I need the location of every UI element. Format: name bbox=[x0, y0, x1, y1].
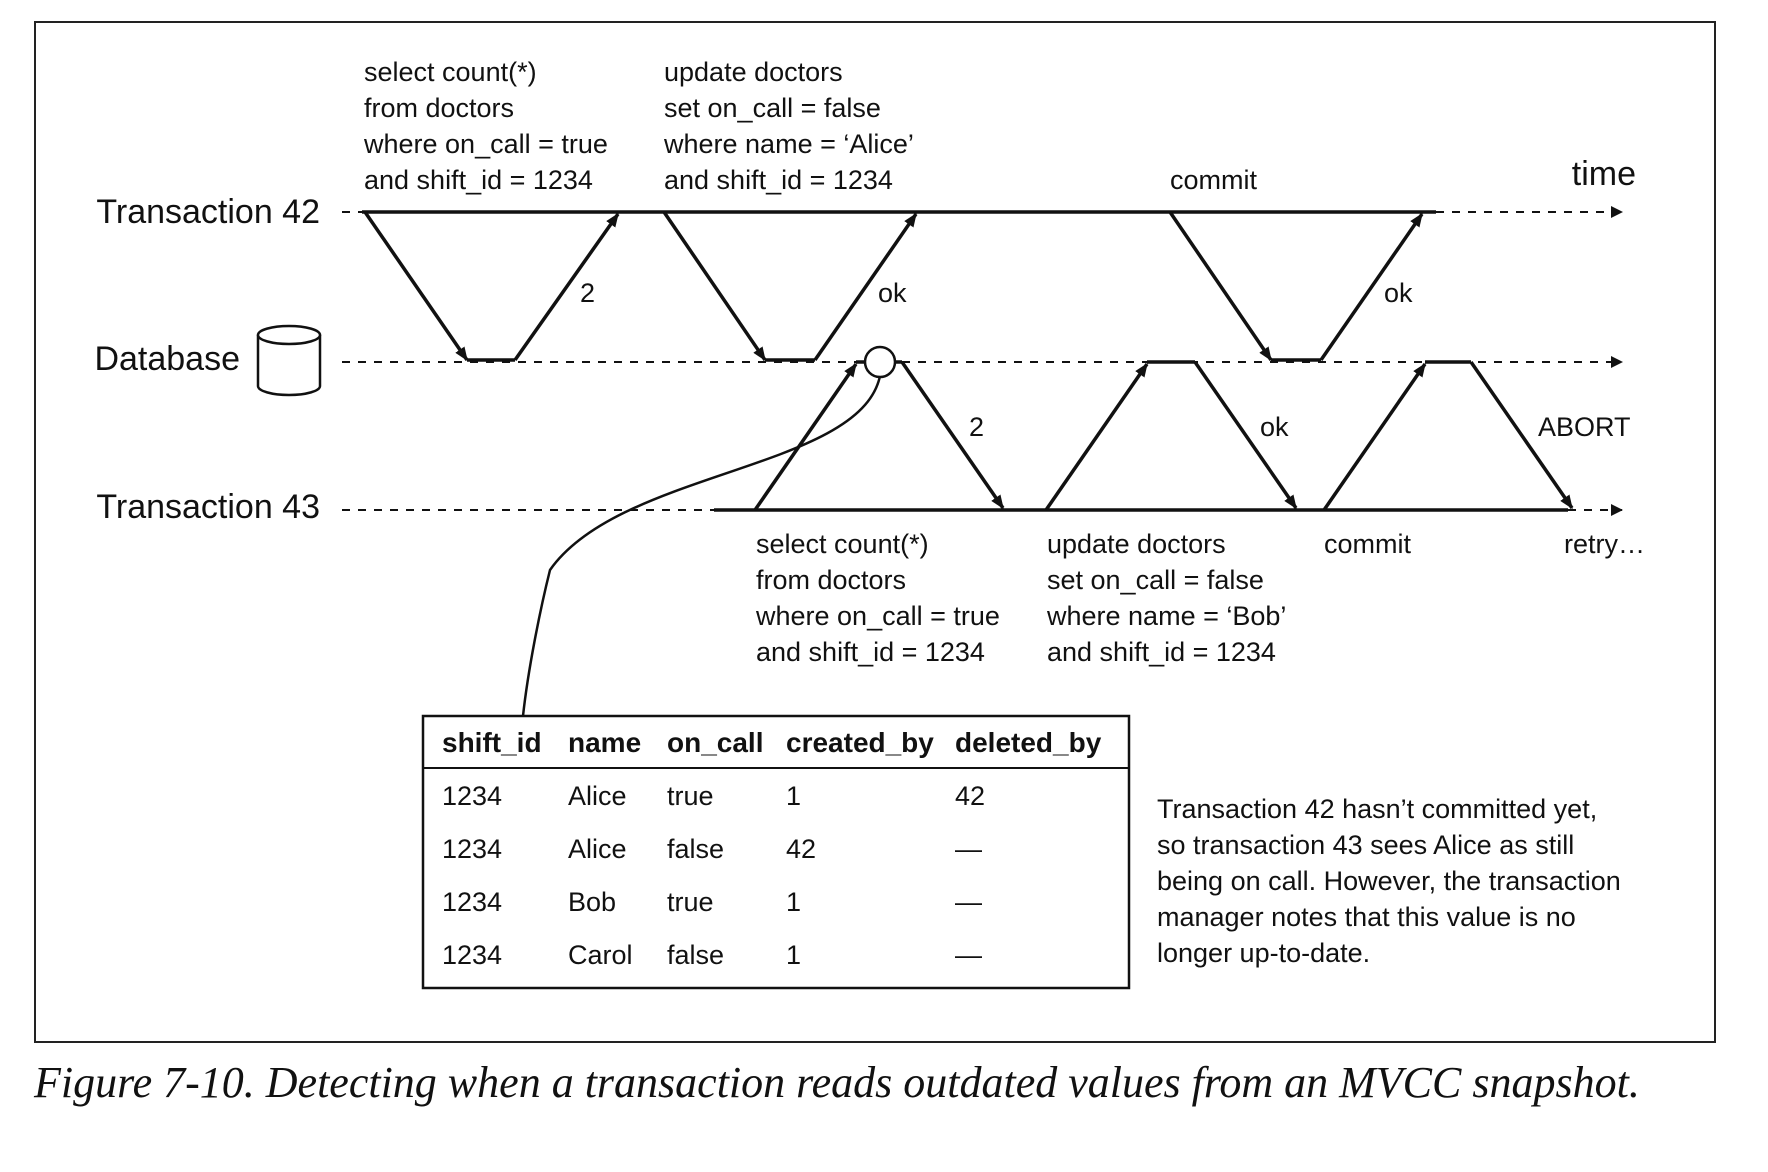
t42-commit-arrows bbox=[1168, 211, 1424, 362]
t43-query1-line: where on_call = true bbox=[755, 601, 1000, 631]
t42-query2-arrows bbox=[662, 211, 918, 362]
table-cell: — bbox=[955, 887, 982, 917]
table-row: 1234 Alice true 1 42 bbox=[442, 781, 985, 811]
note-line: longer up-to-date. bbox=[1157, 938, 1370, 968]
snapshot-read-marker bbox=[863, 345, 897, 379]
t43-query2-arrows bbox=[1044, 360, 1298, 511]
table-cell: false bbox=[667, 940, 724, 970]
table-cell: Alice bbox=[568, 834, 627, 864]
t42-query1-line: where on_call = true bbox=[363, 129, 608, 159]
t43-query2-line: update doctors bbox=[1047, 529, 1226, 559]
note-line: manager notes that this value is no bbox=[1157, 902, 1576, 932]
t42-query2-line: set on_call = false bbox=[664, 93, 881, 123]
note-line: being on call. However, the transaction bbox=[1157, 866, 1621, 896]
t43-query1-arrows bbox=[753, 360, 1005, 511]
table-cell: 1234 bbox=[442, 781, 502, 811]
t42-query1-line: select count(*) bbox=[364, 57, 537, 87]
t42-query1-arrows bbox=[363, 211, 620, 362]
table-cell: — bbox=[955, 834, 982, 864]
table-cell: true bbox=[667, 781, 714, 811]
note-line: so transaction 43 sees Alice as still bbox=[1157, 830, 1574, 860]
table-cell: 1234 bbox=[442, 887, 502, 917]
snapshot-connector-curve bbox=[521, 375, 882, 717]
lane-label-database: Database bbox=[94, 340, 240, 378]
t42-query2-line: where name = ‘Alice’ bbox=[663, 129, 913, 159]
table-cell: true bbox=[667, 887, 714, 917]
t43-query1-text: select count(*) from doctors where on_ca… bbox=[755, 529, 1007, 667]
table-cell: 1 bbox=[786, 781, 801, 811]
explanation-note: Transaction 42 hasn’t committed yet, so … bbox=[1157, 794, 1628, 968]
table-cell: 1 bbox=[786, 940, 801, 970]
note-line: Transaction 42 hasn’t committed yet, bbox=[1157, 794, 1597, 824]
t43-query1-line: and shift_id = 1234 bbox=[756, 637, 985, 667]
t43-retry-label: retry… bbox=[1564, 529, 1645, 559]
mvcc-diagram: Transaction 42 Database Transaction 43 t… bbox=[34, 21, 1716, 1043]
table-header-cell: created_by bbox=[786, 727, 934, 758]
t43-query2-line: where name = ‘Bob’ bbox=[1046, 601, 1285, 631]
table-row: 1234 Bob true 1 — bbox=[442, 887, 982, 917]
t42-query1-line: from doctors bbox=[364, 93, 514, 123]
table-row: 1234 Carol false 1 — bbox=[442, 940, 982, 970]
t42-query2-result: ok bbox=[878, 278, 907, 308]
t43-query2-result: ok bbox=[1260, 412, 1289, 442]
table-cell: false bbox=[667, 834, 724, 864]
table-header-cell: deleted_by bbox=[955, 727, 1102, 758]
table-header-cell: shift_id bbox=[442, 727, 542, 758]
t42-query2-text: update doctors set on_call = false where… bbox=[663, 57, 920, 195]
table-cell: 42 bbox=[955, 781, 985, 811]
figure-frame bbox=[34, 21, 1716, 1043]
table-header-cell: name bbox=[568, 727, 641, 758]
table-cell: — bbox=[955, 940, 982, 970]
lane-label-transaction-42: Transaction 42 bbox=[96, 193, 320, 231]
table-header-cell: on_call bbox=[667, 727, 763, 758]
t43-query2-line: and shift_id = 1234 bbox=[1047, 637, 1276, 667]
t42-commit-label: commit bbox=[1170, 165, 1257, 195]
table-cell: 1234 bbox=[442, 834, 502, 864]
lane-label-transaction-43: Transaction 43 bbox=[96, 488, 320, 526]
figure-caption: Figure 7-10. Detecting when a transactio… bbox=[34, 1058, 1640, 1107]
t43-query1-line: from doctors bbox=[756, 565, 906, 595]
t43-query2-line: set on_call = false bbox=[1047, 565, 1264, 595]
t43-query2-text: update doctors set on_call = false where… bbox=[1046, 529, 1293, 667]
mvcc-table: shift_id name on_call created_by deleted… bbox=[421, 714, 1131, 990]
t42-query2-line: update doctors bbox=[664, 57, 843, 87]
t42-commit-result: ok bbox=[1384, 278, 1413, 308]
table-cell: Carol bbox=[568, 940, 633, 970]
table-cell: Alice bbox=[568, 781, 627, 811]
t42-query1-line: and shift_id = 1234 bbox=[364, 165, 593, 195]
t43-query1-result: 2 bbox=[969, 412, 984, 442]
time-label: time bbox=[1572, 155, 1636, 193]
table-cell: 1234 bbox=[442, 940, 502, 970]
t43-commit-result: ABORT bbox=[1538, 412, 1631, 442]
t42-query2-line: and shift_id = 1234 bbox=[664, 165, 893, 195]
t43-query1-line: select count(*) bbox=[756, 529, 929, 559]
table-cell: 42 bbox=[786, 834, 816, 864]
t43-commit-arrows bbox=[1322, 360, 1574, 511]
t42-query1-result: 2 bbox=[580, 278, 595, 308]
table-cell: 1 bbox=[786, 887, 801, 917]
table-cell: Bob bbox=[568, 887, 616, 917]
t42-query1-text: select count(*) from doctors where on_ca… bbox=[363, 57, 615, 195]
t43-commit-label: commit bbox=[1324, 529, 1411, 559]
table-row: 1234 Alice false 42 — bbox=[442, 834, 982, 864]
database-icon bbox=[256, 324, 322, 397]
